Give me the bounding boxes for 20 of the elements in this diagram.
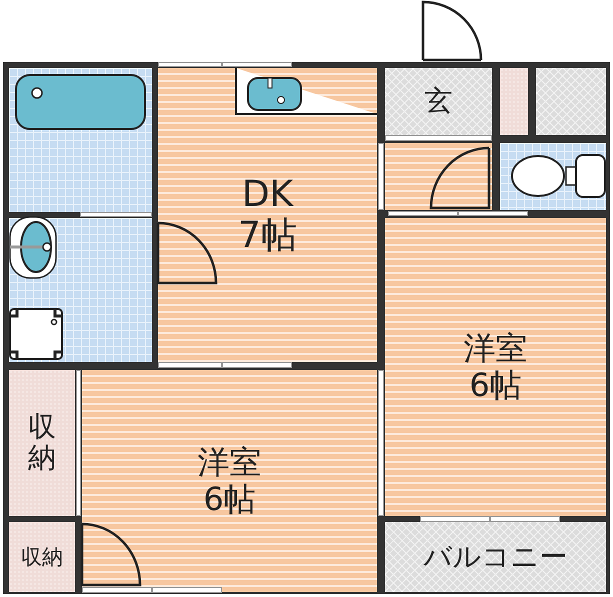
room-label: 6帖 (469, 367, 522, 404)
room-label: DK (242, 174, 294, 215)
room-label: 洋室 (198, 444, 262, 481)
room (385, 68, 492, 135)
room (82, 370, 377, 592)
room-area (536, 68, 606, 135)
room-label: バルコニー (424, 540, 568, 574)
room (9, 522, 75, 592)
room-label: 7帖 (238, 215, 297, 256)
room-label: 玄 (424, 85, 452, 118)
room-label: 6帖 (203, 481, 256, 518)
room-area (385, 143, 492, 210)
room (385, 218, 606, 516)
room (385, 522, 606, 592)
room-label: 洋室 (464, 330, 528, 367)
room (158, 68, 377, 362)
room-label: 収納 (21, 544, 63, 570)
room-area (500, 68, 528, 135)
room (9, 370, 75, 516)
room-label: 収納 (28, 412, 56, 474)
